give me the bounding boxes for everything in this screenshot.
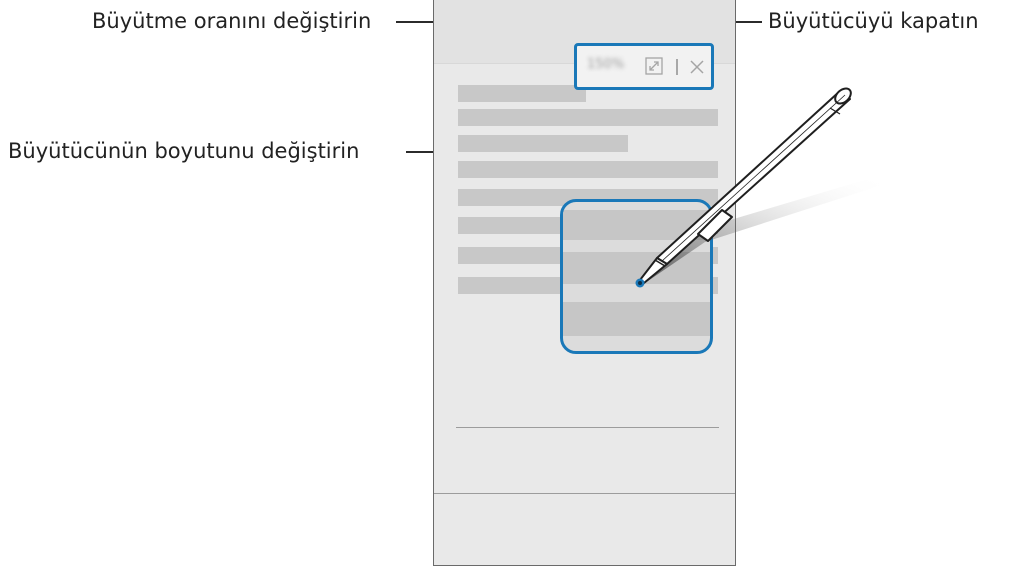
magnified-text-line: [563, 302, 710, 336]
magnified-text-line: [563, 210, 710, 240]
text-placeholder-line: [458, 109, 718, 126]
magnifier-window[interactable]: [560, 199, 713, 354]
text-placeholder-line: [458, 85, 586, 102]
toolbar-separator: [676, 59, 678, 75]
magnifier-toolbar: 150%: [574, 43, 714, 90]
bottom-bar-divider: [434, 493, 735, 494]
resize-arrows-icon[interactable]: [645, 57, 663, 75]
text-placeholder-line: [458, 135, 628, 152]
callout-zoom-ratio: Büyütme oranını değiştirin: [92, 9, 372, 33]
callout-resize-magnifier: Büyütücünün boyutunu değiştirin: [8, 139, 360, 163]
magnified-text-line: [563, 252, 710, 284]
text-placeholder-line: [458, 161, 718, 178]
callout-close-magnifier: Büyütücüyü kapatın: [768, 9, 979, 33]
content-divider: [456, 427, 719, 428]
zoom-level-button[interactable]: 150%: [587, 57, 625, 72]
close-x-icon[interactable]: [689, 59, 705, 75]
